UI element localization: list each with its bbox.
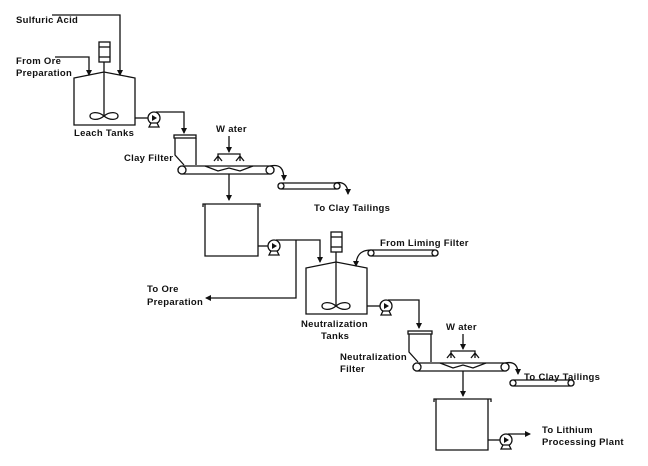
neutralization-tanks-label-1: Neutralization	[301, 319, 368, 330]
sulfuric-acid-line	[52, 14, 123, 76]
to-ore-prep-line	[205, 240, 297, 301]
leach-tanks-label: Leach Tanks	[74, 128, 134, 139]
to-ore-prep-label-2: Preparation	[147, 297, 203, 308]
to-lithium-label-1: To Lithium	[542, 425, 593, 436]
impeller-icon	[321, 301, 351, 311]
sulfuric-acid-label: Sulfuric Acid	[16, 15, 78, 26]
neutralization-filter	[407, 330, 510, 372]
water-spray-1	[213, 136, 245, 162]
filtrate-tank-1	[202, 203, 261, 257]
clay-filter	[173, 134, 275, 175]
leach-tank	[73, 41, 136, 126]
pump-4-icon	[499, 433, 513, 450]
agitator-motor-icon	[98, 41, 111, 63]
tailings-conveyor-1	[277, 182, 341, 190]
pump-2-icon	[267, 239, 281, 256]
from-liming-filter-label: From Liming Filter	[380, 238, 469, 249]
from-ore-prep-label-1: From Ore	[16, 56, 61, 67]
to-ore-prep-label-1: To Ore	[147, 284, 179, 295]
liming-conveyor	[367, 249, 439, 257]
agitator-motor-icon	[330, 231, 343, 253]
pump-1-icon	[147, 111, 161, 128]
clay-filter-label: Clay Filter	[124, 153, 173, 164]
ore-feed-line	[55, 56, 92, 76]
water-label-1: W ater	[216, 124, 247, 135]
neutralization-filter-label-1: Neutralization	[340, 352, 407, 363]
neutralization-tank	[305, 231, 368, 315]
neutralization-filter-label-2: Filter	[340, 364, 365, 375]
water-spray-2	[446, 334, 480, 359]
to-clay-tailings-label-1: To Clay Tailings	[314, 203, 390, 214]
impeller-icon	[89, 111, 119, 121]
to-lithium-label-2: Processing Plant	[542, 437, 624, 448]
pump-3-icon	[379, 299, 393, 316]
water-label-2: W ater	[446, 322, 477, 333]
neutralization-tanks-label-2: Tanks	[321, 331, 349, 342]
from-ore-prep-label-2: Preparation	[16, 68, 72, 79]
tailings-conveyor-2	[509, 379, 575, 387]
filtrate-tank-2	[433, 398, 492, 451]
to-clay-tailings-label-2: To Clay Tailings	[524, 372, 600, 383]
